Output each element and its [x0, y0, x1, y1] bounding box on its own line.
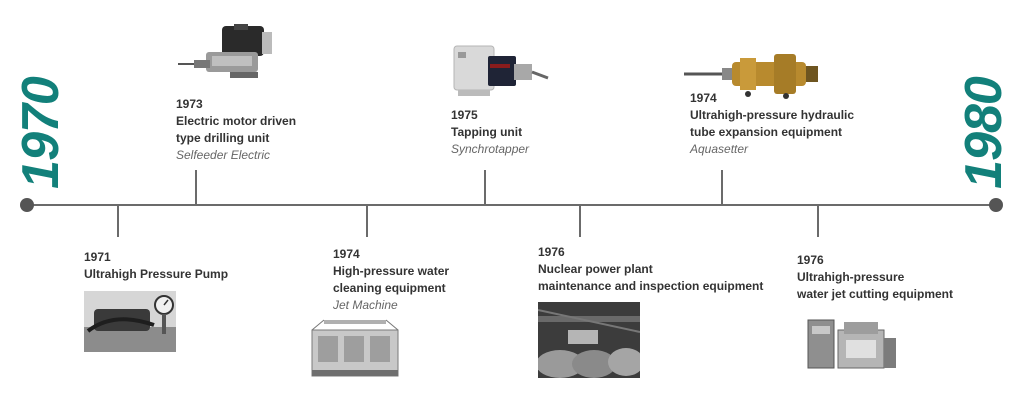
event-name-line: High-pressure water [333, 263, 449, 280]
tick-1974-jet [366, 205, 368, 237]
event-1973-drilling-unit: 1973 Electric motor driven type drilling… [176, 96, 296, 164]
water-jet-cutter-photo [806, 312, 898, 372]
event-name-line: Ultrahigh-pressure [797, 269, 953, 286]
event-name-line: Ultrahigh Pressure Pump [84, 266, 228, 283]
event-1974-tube-expansion: 1974 Ultrahigh-pressure hydraulic tube e… [690, 90, 854, 158]
event-name-line: Electric motor driven [176, 113, 296, 130]
tick-1976-nuclear [579, 205, 581, 237]
timeline-axis [27, 204, 997, 206]
tapping-unit-photo [448, 40, 552, 102]
event-name-line: water jet cutting equipment [797, 286, 953, 303]
tick-1971 [117, 205, 119, 237]
tick-1973 [195, 170, 197, 205]
event-1976-water-jet-cutting: 1976 Ultrahigh-pressure water jet cuttin… [797, 252, 953, 303]
event-name-line: Nuclear power plant [538, 261, 763, 278]
pressure-pump-photo [84, 291, 176, 352]
tick-1976-waterjet [817, 205, 819, 237]
event-product-name: Aquasetter [690, 141, 854, 158]
event-year: 1974 [690, 90, 854, 107]
event-product-name: Jet Machine [333, 297, 449, 314]
event-year: 1976 [797, 252, 953, 269]
event-name-line: cleaning equipment [333, 280, 449, 297]
event-name-line: maintenance and inspection equipment [538, 278, 763, 295]
event-1974-jet-machine: 1974 High-pressure water cleaning equipm… [333, 246, 449, 314]
event-name-line: Tapping unit [451, 124, 529, 141]
event-1971-pressure-pump: 1971 Ultrahigh Pressure Pump [84, 249, 228, 283]
event-year: 1973 [176, 96, 296, 113]
event-1976-nuclear-maintenance: 1976 Nuclear power plant maintenance and… [538, 244, 763, 295]
decade-start-label: 1970 [15, 77, 67, 189]
event-name-line: Ultrahigh-pressure hydraulic [690, 107, 854, 124]
timeline-start-dot [20, 198, 34, 212]
decade-end-label: 1980 [958, 77, 1010, 189]
event-year: 1976 [538, 244, 763, 261]
event-name-line: type drilling unit [176, 130, 296, 147]
tick-1974-aquasetter [721, 170, 723, 205]
event-name-line: tube expansion equipment [690, 124, 854, 141]
event-year: 1971 [84, 249, 228, 266]
event-product-name: Selfeeder Electric [176, 147, 296, 164]
event-year: 1975 [451, 107, 529, 124]
drilling-unit-photo [176, 22, 280, 84]
cleaning-equipment-photo [304, 318, 406, 382]
event-year: 1974 [333, 246, 449, 263]
timeline-end-dot [989, 198, 1003, 212]
tick-1975 [484, 170, 486, 205]
event-1975-tapping-unit: 1975 Tapping unit Synchrotapper [451, 107, 529, 158]
event-product-name: Synchrotapper [451, 141, 529, 158]
nuclear-plant-photo [538, 302, 640, 378]
